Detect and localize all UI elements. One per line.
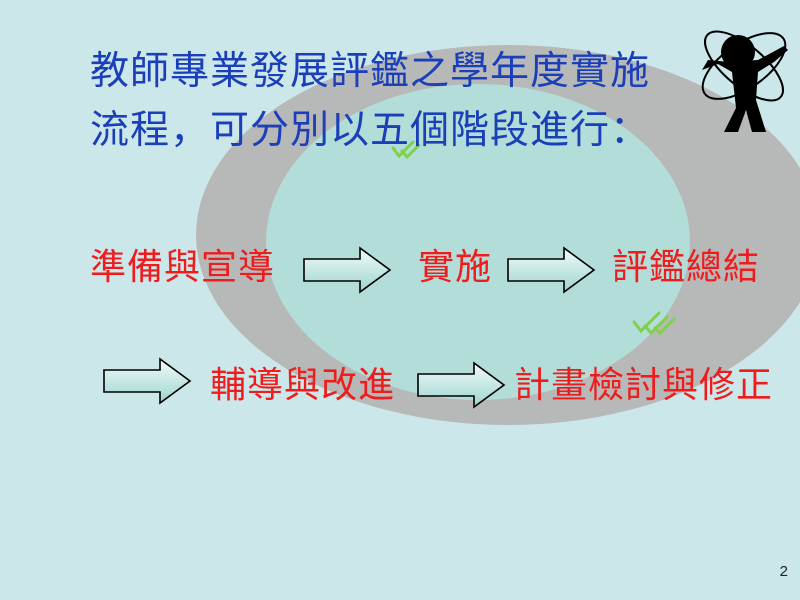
right-arrow-icon — [507, 246, 596, 294]
page-number: 2 — [779, 563, 788, 580]
right-arrow-icon — [417, 361, 506, 409]
step-plan-review-revision: 計畫檢討與修正 — [514, 365, 774, 406]
step-implementation: 實施 — [418, 247, 493, 288]
person-with-orbits-logo — [701, 30, 788, 132]
slide-title: 教師專業發展評鑑之學年度實施流程，可分別以五個階段進行： — [90, 49, 651, 153]
checkmark-leaf-icon — [632, 311, 676, 336]
checkmark-leaf-icon — [391, 140, 421, 160]
right-arrow-icon — [303, 246, 392, 294]
step-guidance-improvement: 輔導與改進 — [210, 365, 396, 406]
right-arrow-icon — [103, 357, 192, 405]
step-preparation: 準備與宣導 — [90, 247, 276, 288]
step-evaluation-summary: 評鑑總結 — [612, 247, 761, 288]
